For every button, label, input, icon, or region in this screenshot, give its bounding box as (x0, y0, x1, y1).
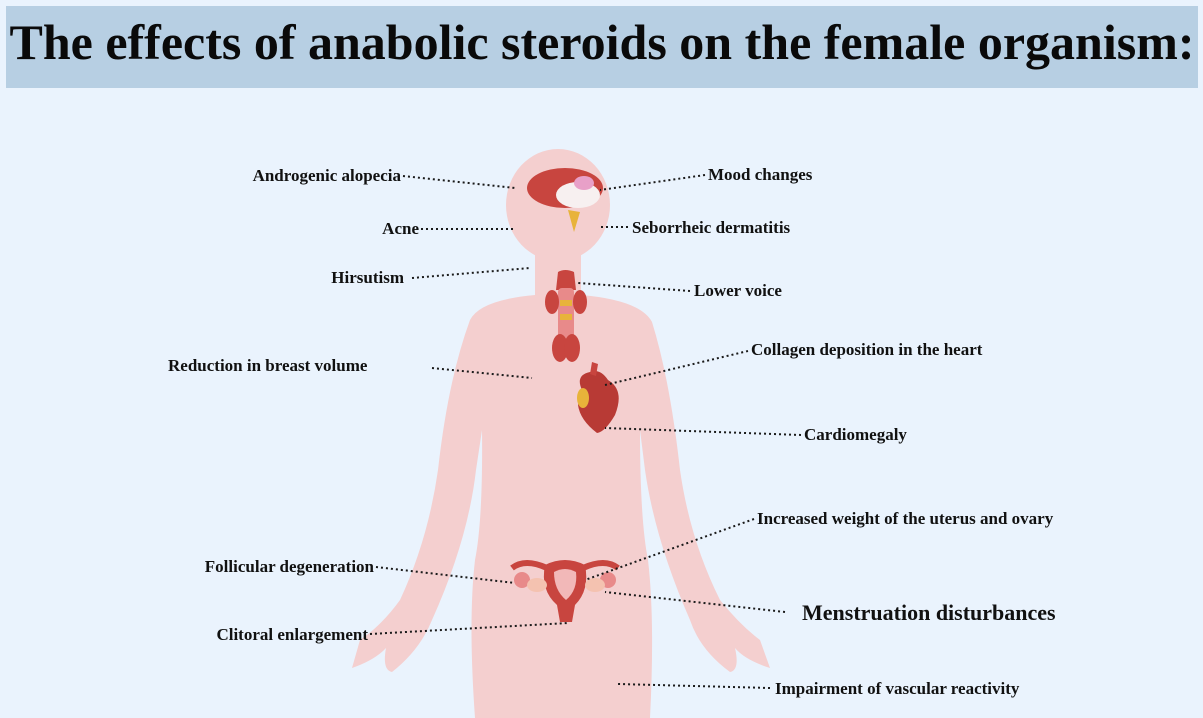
label-reduction-breast-volume: Reduction in breast volume (168, 356, 368, 375)
label-seborrheic-dermatitis: Seborrheic dermatitis (632, 218, 791, 237)
label-follicular-degeneration: Follicular degeneration (205, 557, 375, 576)
label-menstruation-disturbances: Menstruation disturbances (802, 600, 1056, 625)
label-mood-changes: Mood changes (708, 165, 813, 184)
label-androgenic-alopecia: Androgenic alopecia (253, 166, 402, 185)
label-vascular-reactivity: Impairment of vascular reactivity (775, 679, 1020, 698)
label-clitoral-enlargement: Clitoral enlargement (216, 625, 368, 644)
label-lower-voice: Lower voice (694, 281, 782, 300)
label-uterus-ovary-weight: Increased weight of the uterus and ovary (757, 509, 1054, 528)
label-acne: Acne (382, 219, 419, 238)
label-cardiomegaly: Cardiomegaly (804, 425, 907, 444)
label-hirsutism: Hirsutism (331, 268, 404, 287)
label-collagen-heart: Collagen deposition in the heart (751, 340, 983, 359)
